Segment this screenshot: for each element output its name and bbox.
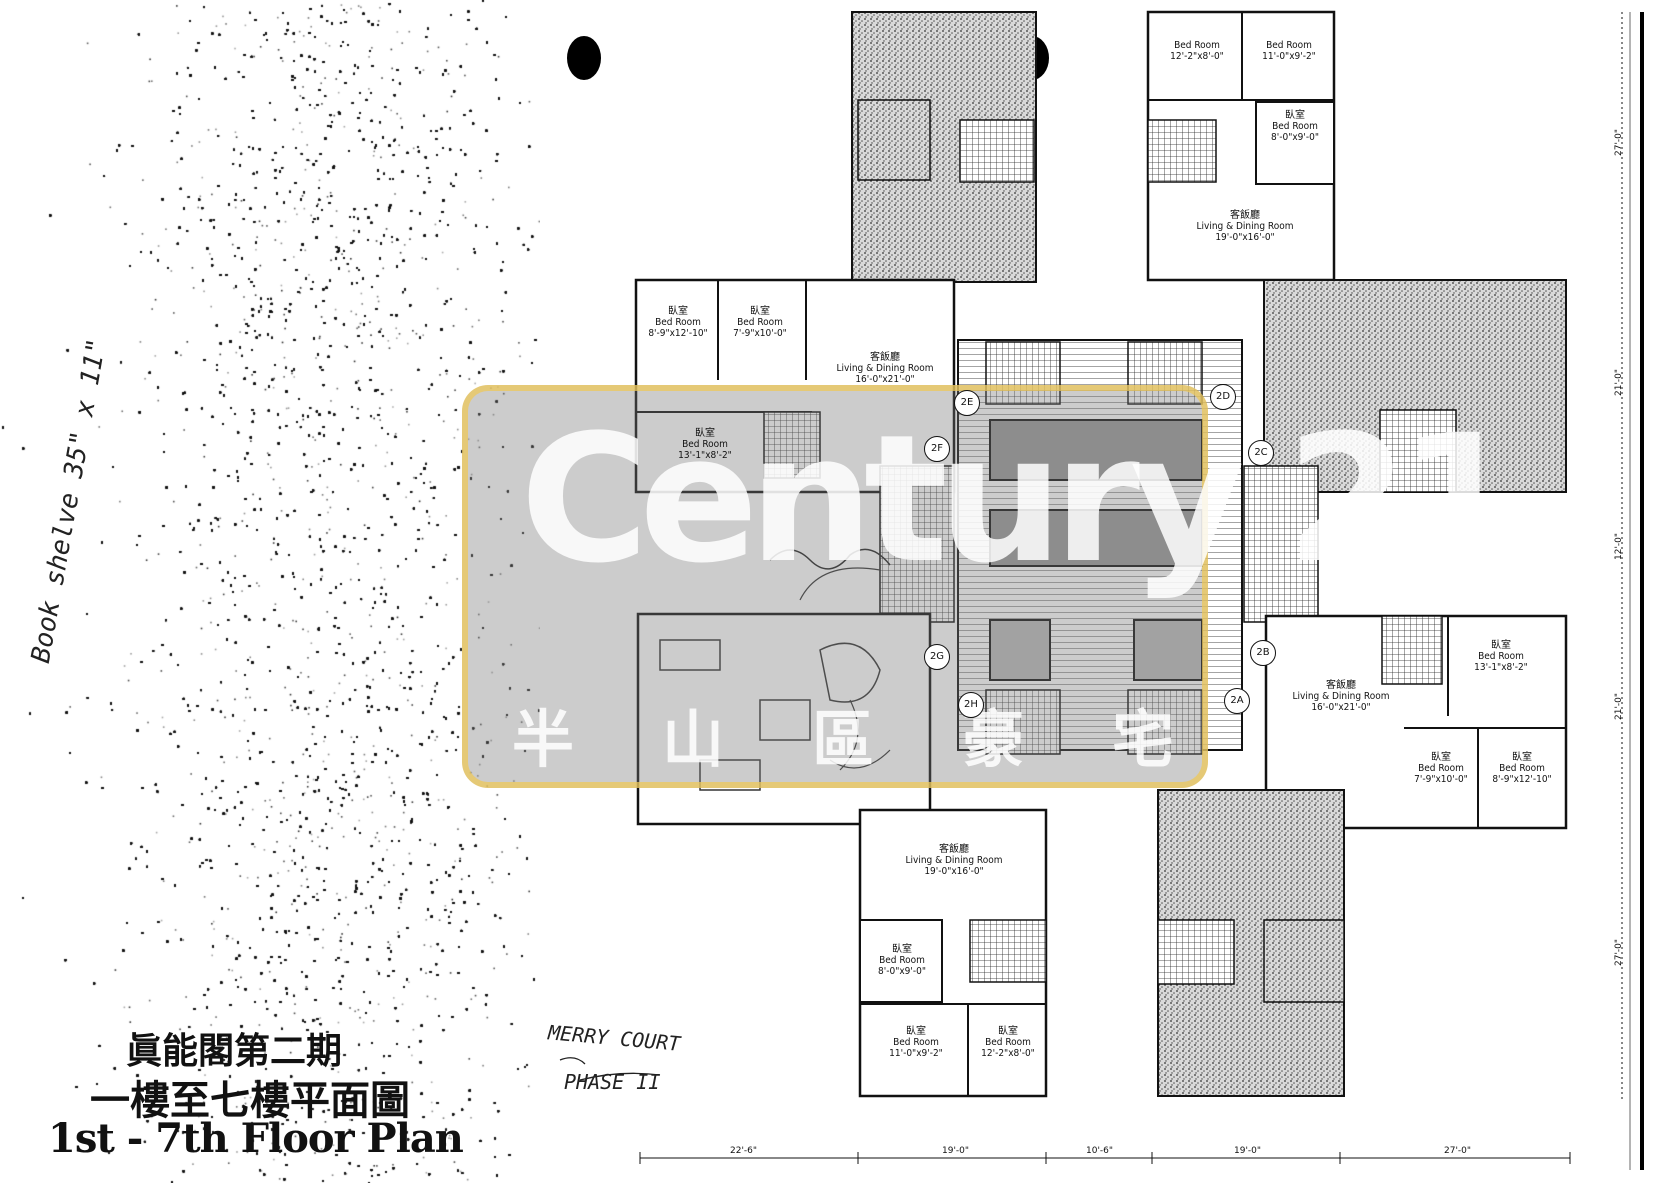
unit-marker: 2H (958, 692, 984, 718)
unit-marker: 2D (1210, 384, 1236, 410)
watermark-logo: Century 21 (520, 397, 1521, 602)
unit-marker: 2A (1224, 688, 1250, 714)
dimension-label: 27'-0" (1614, 128, 1624, 156)
unit-marker: 2B (1250, 640, 1276, 666)
dimension-label: 27'-0" (1444, 1146, 1472, 1156)
punch-hole-left (567, 36, 601, 80)
unit-marker: 2F (924, 436, 950, 462)
dimension-label: 19'-0" (942, 1146, 970, 1156)
dimension-label: 22'-6" (730, 1146, 758, 1156)
watermark-subtitle: 半山區豪宅 (512, 703, 1263, 776)
unit-marker: 2E (954, 390, 980, 416)
dimension-label: 21'-0" (1614, 368, 1624, 396)
title-chinese-building: 眞能閣第二期 (126, 1030, 343, 1072)
unit-marker: 2G (924, 644, 950, 670)
handwritten-phase: PHASE II (564, 1070, 661, 1094)
unit-marker: 2C (1248, 440, 1274, 466)
dimension-label: 21'-0" (1614, 692, 1624, 720)
watermark-frame (462, 385, 1208, 788)
dimension-label: 19'-0" (1234, 1146, 1262, 1156)
dimension-label: 27'-0" (1614, 938, 1624, 966)
dimension-label: 12'-0" (1614, 532, 1624, 560)
title-english: 1st - 7th Floor Plan (48, 1115, 464, 1162)
scan-noise-area (0, 0, 540, 1183)
dimension-label: 10'-6" (1086, 1146, 1114, 1156)
title-chinese-floors: 一樓至七樓平面圖 (90, 1077, 410, 1124)
